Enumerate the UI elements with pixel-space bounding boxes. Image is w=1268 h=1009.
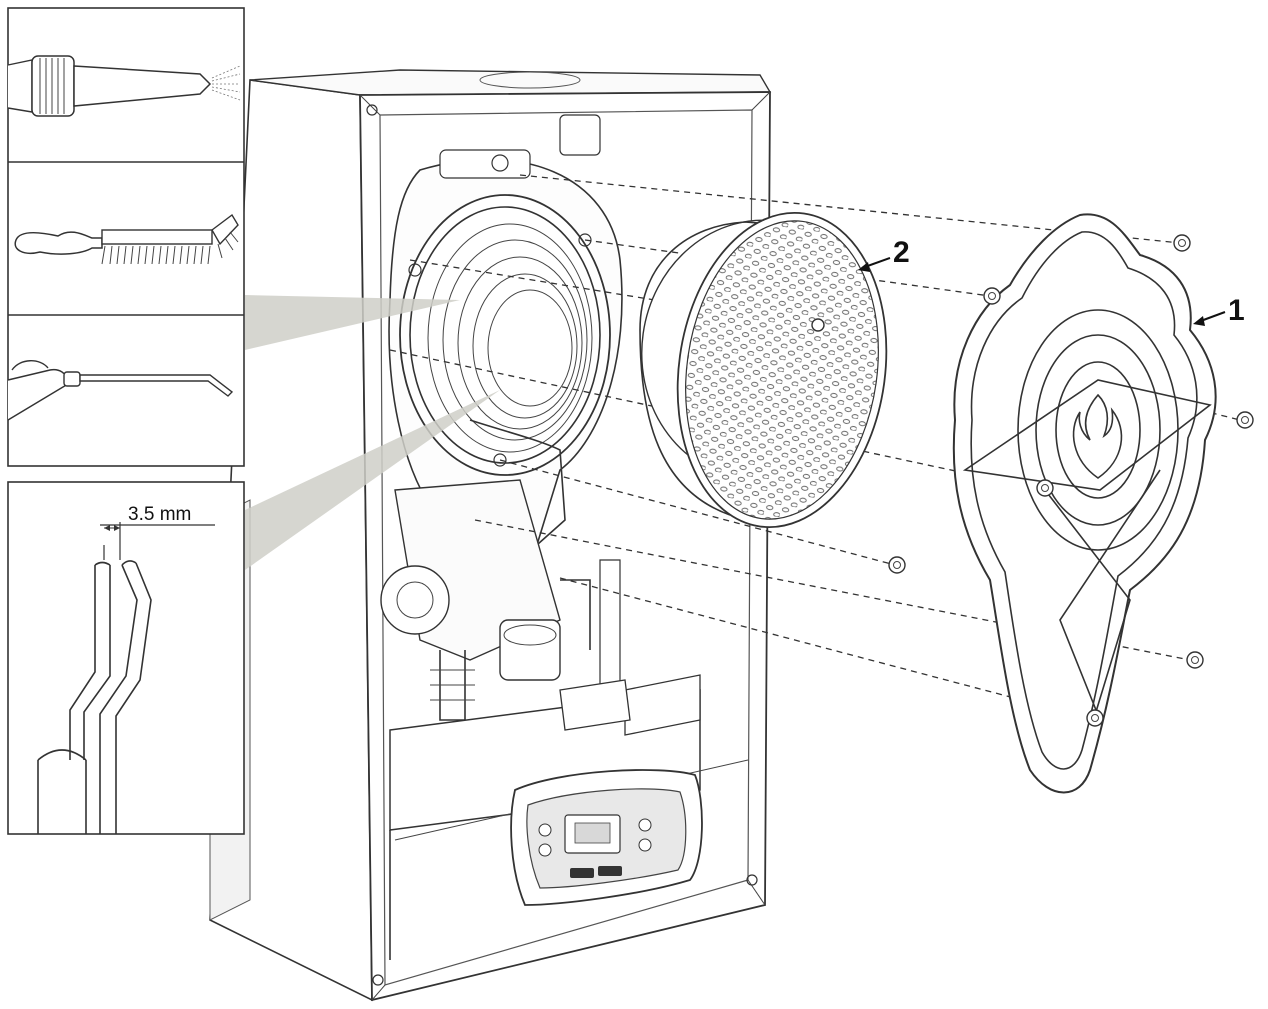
electrode-left bbox=[69, 565, 111, 760]
cover-nuts bbox=[888, 234, 1254, 727]
control-panel bbox=[510, 769, 703, 906]
electrode-gap-inset: 3.5 mm bbox=[7, 481, 245, 835]
burner-insulation-disc bbox=[639, 211, 888, 529]
inset-pointer-beam bbox=[245, 295, 460, 350]
electrode-right bbox=[99, 562, 152, 834]
lower-assembly bbox=[380, 479, 749, 960]
flame-icon bbox=[1072, 393, 1123, 479]
burner-cover-flange bbox=[888, 213, 1254, 794]
callout-2-label: 2 bbox=[893, 236, 910, 269]
heat-exchanger bbox=[388, 114, 623, 611]
electrode-pointer-beam bbox=[245, 390, 500, 570]
callout-1-label: 1 bbox=[1228, 294, 1245, 327]
callout-1: 1 bbox=[1193, 294, 1245, 327]
wire-brush-icon bbox=[14, 213, 239, 265]
cleaning-tools-inset bbox=[7, 7, 245, 467]
electrode-insulator bbox=[37, 760, 87, 834]
air-blow-gun-icon bbox=[7, 360, 234, 421]
nozzle-icon bbox=[7, 55, 241, 117]
electrode-gap-dimension: 3.5 mm bbox=[128, 504, 191, 525]
callout-2: 2 bbox=[858, 236, 910, 272]
